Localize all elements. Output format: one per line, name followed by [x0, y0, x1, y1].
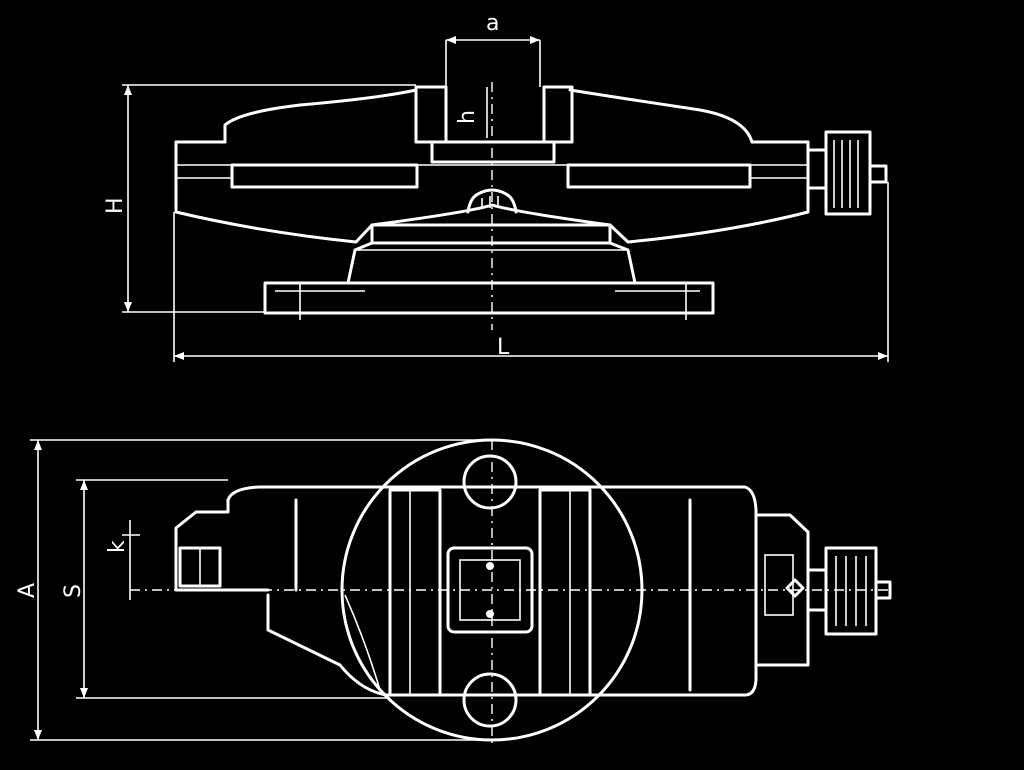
right-jaw-plate [538, 488, 592, 697]
top-spindle-end [874, 580, 892, 600]
left-jaw-carrier [223, 88, 418, 144]
spindle-nut [466, 188, 518, 214]
handwheel [824, 130, 872, 216]
dim-label-h: h [455, 110, 480, 124]
center-nut [446, 546, 534, 634]
bolt-hole-top [462, 454, 518, 510]
vise-body [174, 140, 810, 244]
top-view: k A S [15, 438, 892, 745]
side-view: a h H L [103, 11, 889, 362]
dim-label-k: k [105, 540, 130, 553]
jaw-slide [430, 140, 556, 164]
base-plate [263, 281, 715, 315]
right-end-block [754, 513, 810, 667]
spindle-end [868, 164, 888, 184]
right-rail [566, 163, 752, 189]
spindle-housing [806, 148, 828, 190]
top-body-outline [226, 485, 758, 697]
right-jaw [542, 85, 574, 144]
dim-label-A: A [15, 583, 40, 598]
dim-label-L: L [497, 335, 510, 360]
left-end-block [174, 498, 270, 592]
dim-label-S: S [61, 584, 86, 598]
dim-label-a: a [486, 11, 499, 36]
swivel-ring [370, 223, 612, 245]
left-rail [230, 163, 419, 189]
dim-label-H: H [103, 197, 128, 214]
right-jaw-carrier [568, 88, 754, 144]
bolt-hole-bottom [462, 672, 518, 728]
left-jaw [414, 85, 448, 144]
left-jaw-plate [388, 488, 442, 697]
top-handwheel [824, 546, 878, 636]
